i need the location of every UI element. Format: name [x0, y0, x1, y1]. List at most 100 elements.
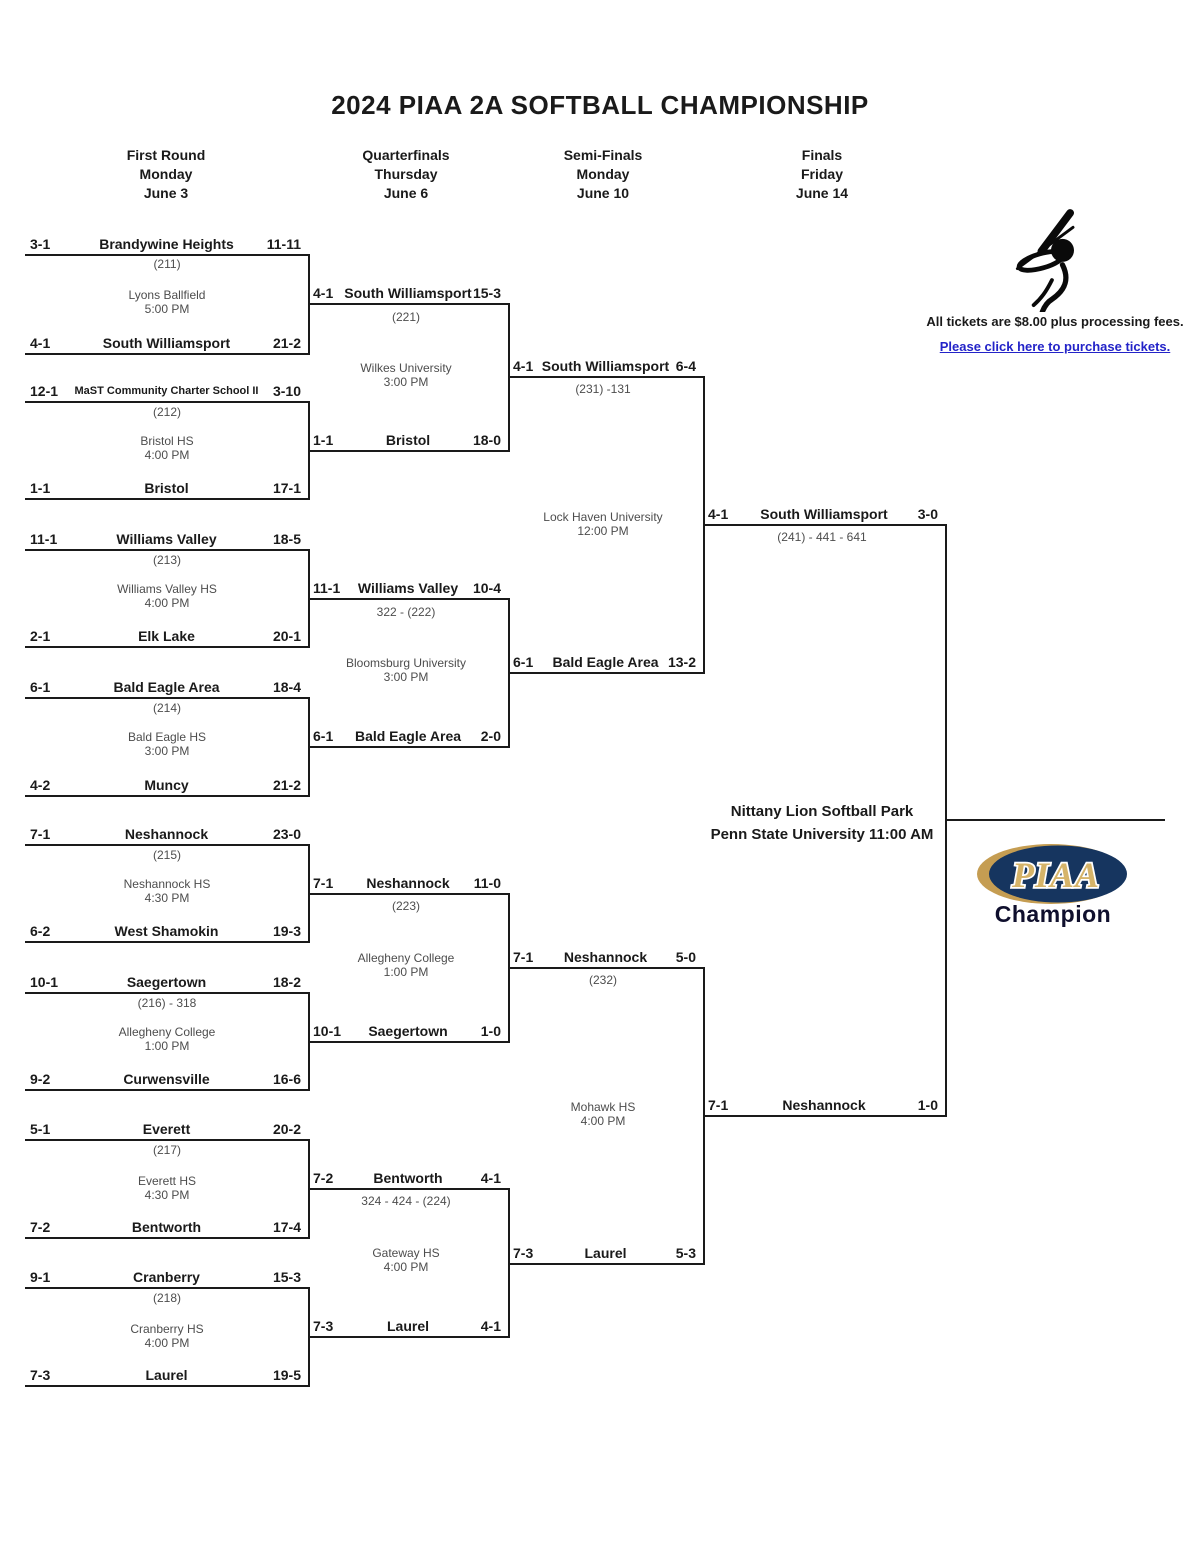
- note-line: (213): [152, 553, 181, 567]
- team-seed: 4-1: [708, 506, 729, 522]
- team-name: Everett: [142, 1121, 191, 1137]
- note-line: 3:00 PM: [383, 375, 429, 389]
- team-name: Williams Valley: [357, 580, 459, 596]
- team-name: Saegertown: [126, 974, 207, 990]
- registered-mark: ®: [1114, 849, 1121, 859]
- team-record: 11-0: [473, 875, 501, 891]
- semifinals-line: [508, 672, 703, 674]
- round-header-date: June 14: [795, 185, 849, 201]
- first-round-line: [25, 1287, 308, 1289]
- team-record: 18-0: [472, 432, 501, 448]
- team-record: 15-3: [472, 285, 501, 301]
- note-line: 4:00 PM: [144, 596, 190, 610]
- note-line: 4:30 PM: [144, 891, 190, 905]
- note-line: Lock Haven University: [543, 510, 663, 524]
- team-name: Bentworth: [131, 1219, 202, 1235]
- team-record: 21-2: [272, 777, 301, 793]
- note-line: Bald Eagle HS: [127, 730, 207, 744]
- team-record: 5-3: [675, 1245, 696, 1261]
- team-record: 2-0: [480, 728, 501, 744]
- team-record: 15-3: [272, 1269, 301, 1285]
- note-line: (215): [152, 848, 181, 862]
- team-name: Saegertown: [368, 1023, 448, 1039]
- team-name: Neshannock: [563, 949, 648, 965]
- team-seed: 7-1: [513, 949, 534, 965]
- round-header-day: Thursday: [374, 166, 438, 182]
- note-line: Nittany Lion Softball Park: [730, 803, 914, 820]
- round-header-day: Monday: [576, 166, 630, 182]
- first-round-line: [25, 992, 308, 994]
- team-name: Neshannock: [366, 875, 450, 891]
- note-line: Gateway HS: [372, 1246, 440, 1260]
- note-line: (212): [152, 405, 181, 419]
- game-number-note: (216) - 318: [57, 996, 277, 1010]
- round-header-date: June 3: [143, 185, 189, 201]
- page-title: 2024 PIAA 2A SOFTBALL CHAMPIONSHIP: [331, 90, 869, 120]
- team-name: Bald Eagle Area: [552, 654, 659, 670]
- note-line: (221): [391, 310, 420, 324]
- bracket-connector: [308, 697, 310, 797]
- team-record: 11-11: [266, 236, 301, 252]
- team-record: 5-0: [675, 949, 696, 965]
- first-round-line: [25, 353, 308, 355]
- team-name: Laurel: [145, 1367, 188, 1383]
- team-seed: 10-1: [313, 1023, 342, 1039]
- champion-line: [945, 819, 1165, 821]
- team-record: 13-2: [667, 654, 696, 670]
- team-seed: 10-1: [30, 974, 59, 990]
- team-name: Curwensville: [123, 1071, 210, 1087]
- note-line: Allegheny College: [357, 951, 455, 965]
- note-line: 3:00 PM: [144, 744, 190, 758]
- team-record: 3-0: [917, 506, 938, 522]
- first-round-line: [25, 1089, 308, 1091]
- first-round-line: [25, 844, 308, 846]
- team-record: 17-1: [272, 480, 301, 496]
- team-seed: 11-1: [30, 531, 58, 547]
- quarterfinals-line: [308, 893, 508, 895]
- team-seed: 9-1: [30, 1269, 51, 1285]
- team-name: South Williamsport: [541, 358, 670, 374]
- bracket-connector: [308, 401, 310, 500]
- bracket-connector: [508, 303, 510, 452]
- first-round-line: [25, 1385, 308, 1387]
- team-name: Neshannock: [124, 826, 209, 842]
- bracket-connector: [945, 524, 947, 1117]
- piaa-logo-text: PIAA: [1011, 855, 1100, 895]
- team-name: South Williamsport: [760, 506, 888, 522]
- semifinals-line: [508, 376, 703, 378]
- note-line: 324 - 424 - (224): [361, 1194, 451, 1208]
- first-round-line: [25, 498, 308, 500]
- quarterfinals-line: [308, 1336, 508, 1338]
- first-round-line: [25, 254, 308, 256]
- team-name: Muncy: [144, 777, 189, 793]
- note-line: Wilkes University: [360, 361, 452, 375]
- team-record: 16-6: [272, 1071, 301, 1087]
- quarterfinals-line: [308, 746, 508, 748]
- game-number-note: (215): [57, 848, 277, 862]
- team-seed: 9-2: [30, 1071, 51, 1087]
- quarterfinals-line: [308, 450, 508, 452]
- team-record: 6-4: [675, 358, 696, 374]
- purchase-tickets-link[interactable]: Please click here to purchase tickets.: [939, 339, 1171, 354]
- team-seed: 7-2: [313, 1170, 334, 1186]
- game-number-note: (221): [296, 310, 516, 324]
- team-record: 19-3: [272, 923, 301, 939]
- bracket-connector: [508, 598, 510, 748]
- note-line: (218): [152, 1291, 181, 1305]
